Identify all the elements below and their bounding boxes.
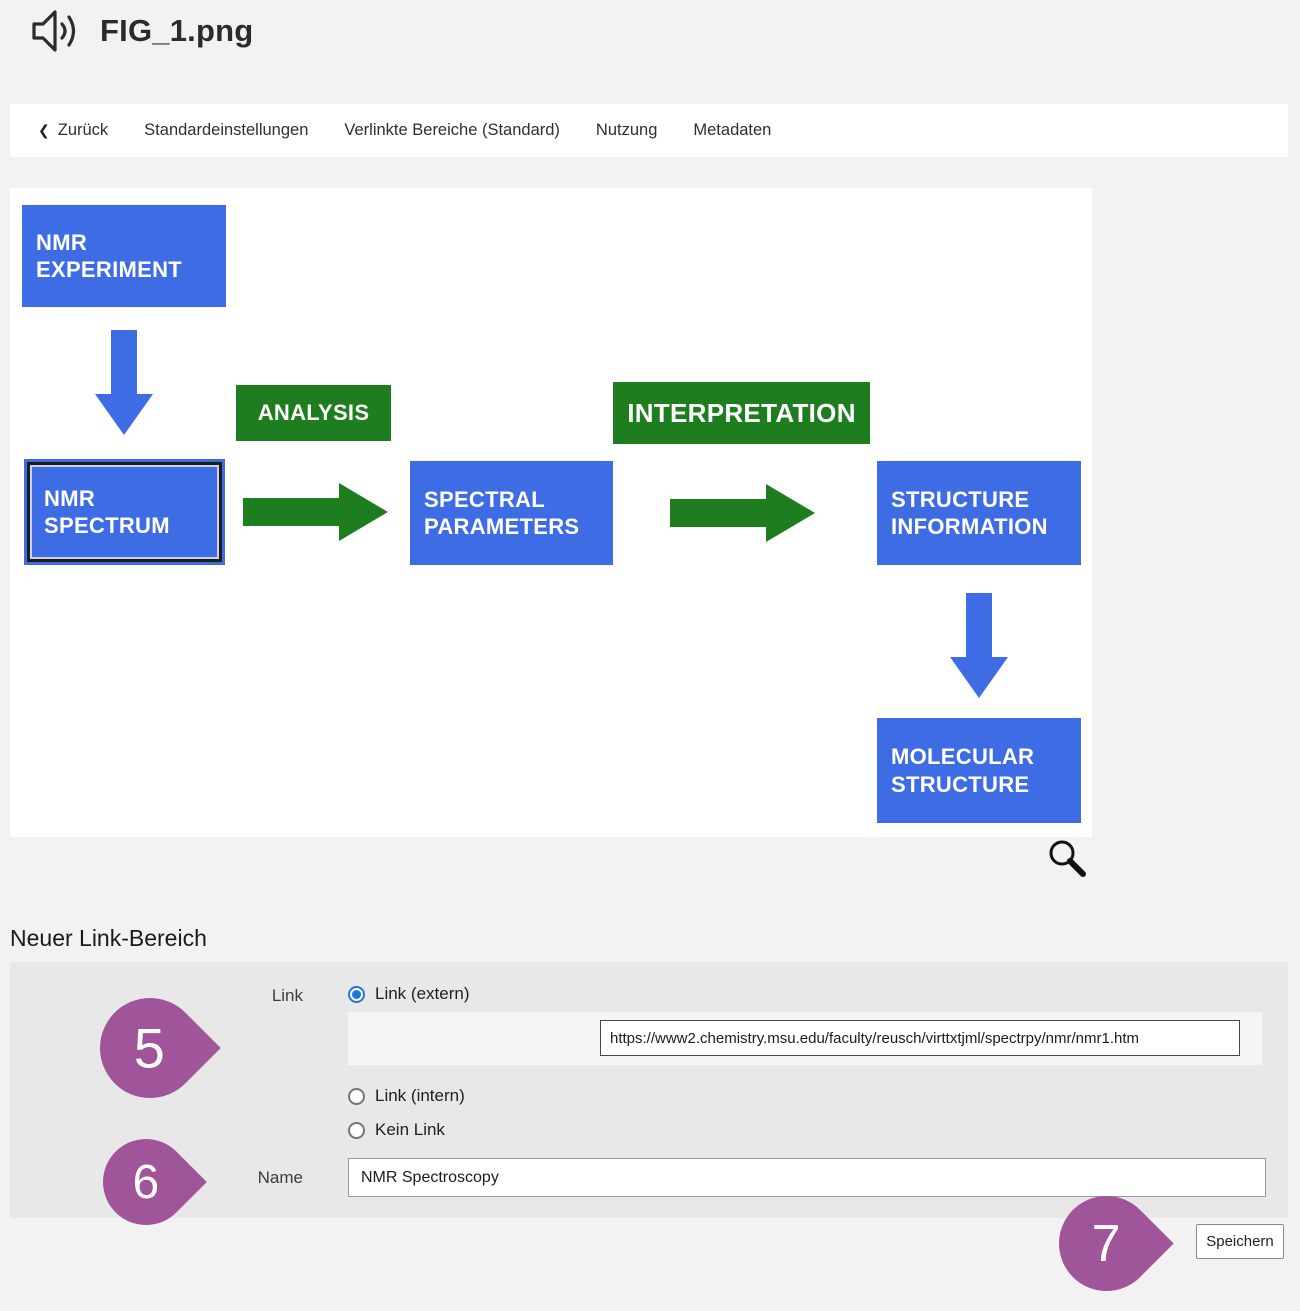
flowchart-node-nmr-spectrum-selected[interactable]: NMR SPECTRUM <box>27 462 222 562</box>
link-field-label: Link <box>271 986 303 1005</box>
flowchart-node-molecular-structure: MOLECULAR STRUCTURE <box>877 718 1081 823</box>
annotation-step-6-number: 6 <box>132 1155 160 1209</box>
arrow-down-blue-icon <box>950 593 1008 698</box>
radio-unselected-icon[interactable] <box>348 1121 365 1139</box>
app-header: FIG_1.png <box>30 8 253 54</box>
section-heading: Neuer Link-Bereich <box>10 925 207 951</box>
arrow-down-blue-icon <box>95 330 153 435</box>
nav-item-verlinkte-bereiche[interactable]: Verlinkte Bereiche (Standard) <box>344 121 560 139</box>
nav-back-button[interactable]: ❮ Zurück <box>38 121 108 140</box>
zoom-magnifier-icon[interactable] <box>1046 838 1090 882</box>
flowchart-node-nmr-experiment: NMR EXPERIMENT <box>22 205 226 307</box>
annotation-step-5-number: 5 <box>134 1016 166 1080</box>
flowchart-node-interpretation: INTERPRETATION <box>613 382 870 444</box>
nav-item-standardeinstellungen[interactable]: Standardeinstellungen <box>144 121 309 139</box>
speaker-icon <box>30 8 82 54</box>
figure-image-canvas[interactable]: NMR EXPERIMENT ANALYSIS NMR SPECTRUM SPE… <box>10 188 1092 837</box>
page-title: FIG_1.png <box>100 13 254 48</box>
flowchart-node-spectral-parameters: SPECTRAL PARAMETERS <box>410 461 613 565</box>
arrow-right-green-icon <box>670 484 815 542</box>
url-input[interactable] <box>600 1020 1240 1056</box>
save-button[interactable]: Speichern <box>1196 1224 1284 1259</box>
radio-kein-link-label: Kein Link <box>375 1120 445 1139</box>
chevron-left-icon: ❮ <box>38 122 50 138</box>
radio-link-intern-label: Link (intern) <box>375 1086 465 1105</box>
radio-unselected-icon[interactable] <box>348 1087 365 1105</box>
name-field-label: Name <box>257 1168 303 1187</box>
url-field-wrapper <box>348 1012 1262 1065</box>
nav-item-nutzung[interactable]: Nutzung <box>595 121 658 139</box>
flowchart-node-analysis: ANALYSIS <box>236 385 391 441</box>
flowchart-node-structure-information: STRUCTURE INFORMATION <box>877 461 1081 565</box>
nav-item-metadaten[interactable]: Metadaten <box>693 121 772 139</box>
radio-selected-icon[interactable] <box>348 985 365 1003</box>
radio-link-extern-label: Link (extern) <box>375 984 470 1003</box>
annotation-step-7-number: 7 <box>1092 1214 1121 1273</box>
nav-bar: ❮ Zurück Standardeinstellungen Verlinkte… <box>10 104 1288 157</box>
radio-link-extern[interactable]: Link (extern) <box>348 984 469 1004</box>
radio-kein-link[interactable]: Kein Link <box>348 1120 445 1140</box>
name-input[interactable] <box>348 1158 1266 1197</box>
arrow-right-green-icon <box>243 483 388 541</box>
nav-back-label: Zurück <box>57 121 109 139</box>
radio-link-intern[interactable]: Link (intern) <box>348 1086 465 1106</box>
